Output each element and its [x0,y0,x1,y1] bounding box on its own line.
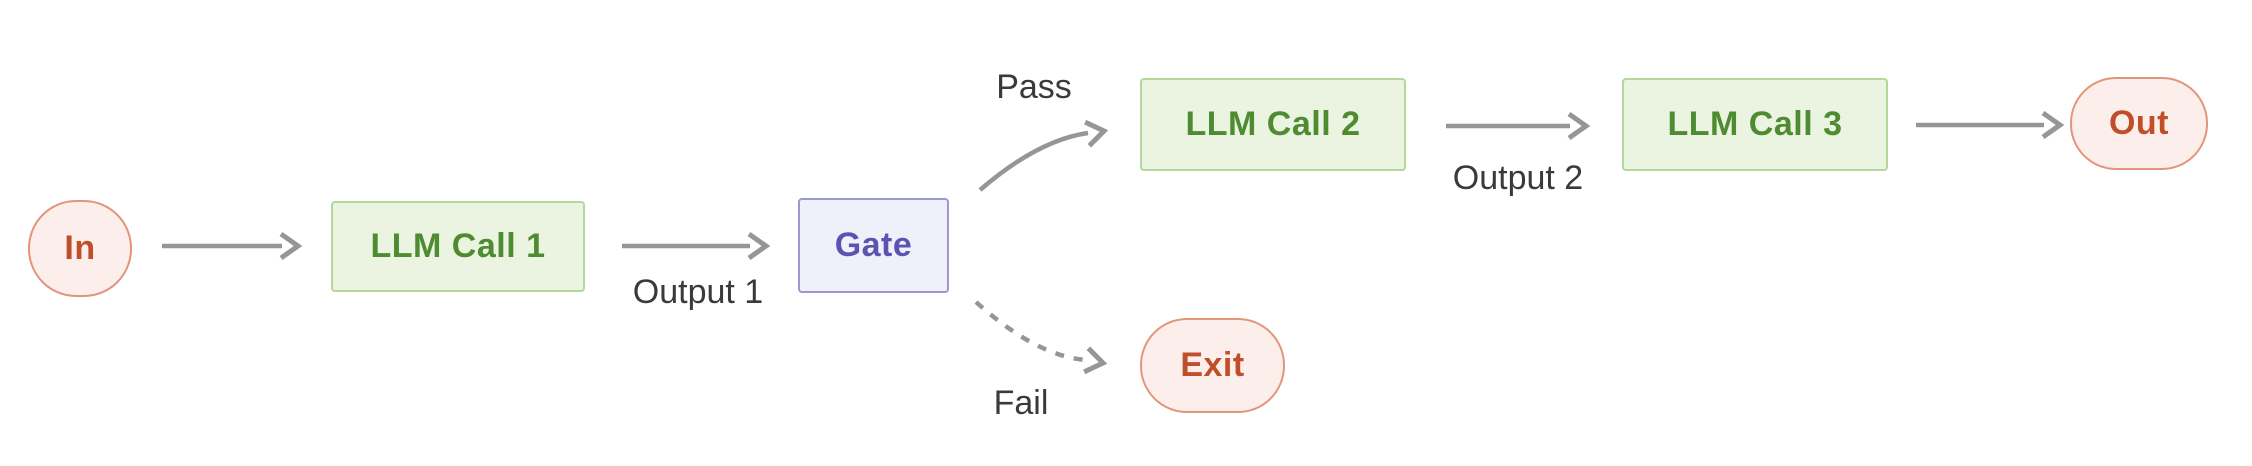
arrowhead-icon [2041,110,2065,140]
node-in-label: In [64,229,96,267]
node-gate: Gate [798,198,949,293]
node-in: In [28,200,132,297]
edge-llm3-to-out [1916,110,2065,140]
edge-gate-to-exit-fail [974,300,1108,375]
arrowhead-icon [1083,346,1108,375]
node-out-label: Out [2108,104,2170,142]
edge-label-fail: Fail [993,384,1049,422]
arrowhead-icon [747,231,771,261]
node-out: Out [2070,77,2208,170]
node-llm-call-2: LLM Call 2 [1140,78,1406,171]
edge-in-to-llm1 [162,231,303,261]
node-llm-call-3-label: LLM Call 3 [1667,105,1843,143]
edge-label-output-2: Output 2 [1452,159,1584,197]
edge-label-pass: Pass [996,68,1072,106]
arrowhead-icon [1084,119,1109,148]
node-exit-label: Exit [1180,346,1245,384]
arrowhead-icon [1567,111,1591,141]
edge-llm2-to-llm3 [1446,111,1591,141]
node-exit: Exit [1140,318,1285,413]
node-llm-call-3: LLM Call 3 [1622,78,1888,171]
node-gate-label: Gate [834,226,913,264]
node-llm-call-1-label: LLM Call 1 [370,227,546,265]
node-llm-call-2-label: LLM Call 2 [1185,105,1361,143]
arrowhead-icon [279,231,303,261]
edge-gate-to-llm2-pass [978,119,1109,192]
node-llm-call-1: LLM Call 1 [331,201,585,292]
edge-llm1-to-gate [622,231,771,261]
edge-label-output-1: Output 1 [632,273,764,311]
